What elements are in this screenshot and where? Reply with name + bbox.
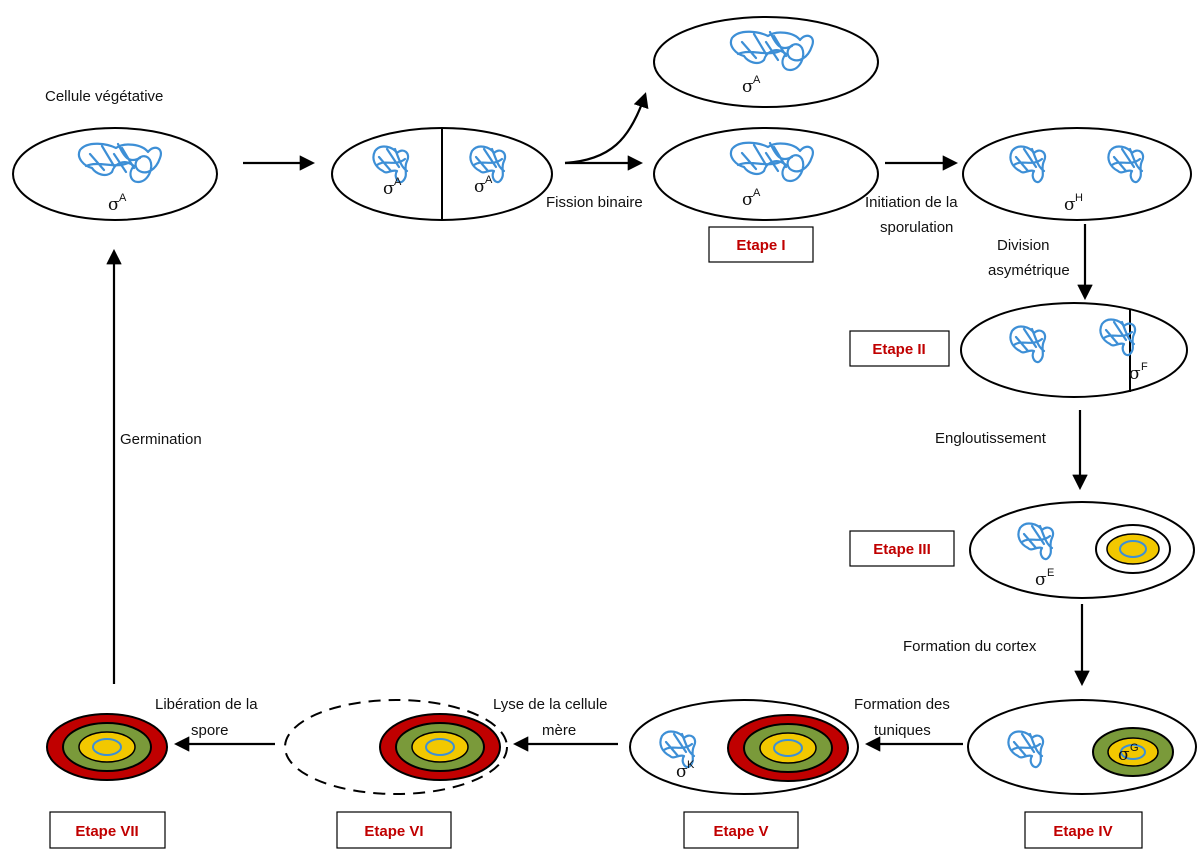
label-germination: Germination	[120, 431, 202, 448]
label-coats-line1: Formation des	[854, 696, 950, 713]
svg-text:σ: σ	[1118, 745, 1130, 765]
svg-text:G: G	[1130, 742, 1139, 754]
stage-label-iii: Etape III	[849, 530, 955, 567]
daughter-cell-top	[653, 16, 879, 108]
stage-label-iv: Etape IV	[1024, 811, 1143, 849]
stage-label-vi: Etape VI	[336, 811, 452, 849]
label-lysis-line2: mère	[542, 722, 576, 739]
label-cortex: Formation du cortex	[903, 638, 1037, 655]
sigma-label: σ H	[1064, 192, 1083, 215]
svg-text:H: H	[1075, 192, 1083, 204]
forespore	[1095, 524, 1171, 574]
svg-text:Etape I: Etape I	[736, 237, 785, 254]
sigma-label: σ G	[1118, 742, 1139, 765]
released-spore	[379, 713, 501, 781]
svg-text:Etape IV: Etape IV	[1053, 823, 1112, 840]
svg-text:σ: σ	[742, 190, 754, 210]
svg-text:E: E	[1047, 567, 1054, 579]
svg-text:Etape VI: Etape VI	[364, 823, 423, 840]
svg-text:σ: σ	[108, 195, 120, 215]
svg-text:σ: σ	[676, 762, 688, 782]
label-release-line1: Libération de la	[155, 696, 258, 713]
svg-text:A: A	[119, 192, 127, 204]
label-vegetative-cell: Cellule végétative	[45, 88, 163, 105]
svg-text:Etape VII: Etape VII	[75, 823, 138, 840]
label-sporulation-line2: sporulation	[880, 219, 953, 236]
label-lysis-line1: Lyse de la cellule	[493, 696, 608, 713]
svg-text:Etape III: Etape III	[873, 541, 931, 558]
label-asymmetric-line1: Division	[997, 237, 1050, 254]
svg-text:A: A	[485, 174, 493, 186]
spore-with-coats	[727, 714, 849, 782]
sigma-label: σ A	[474, 174, 493, 197]
svg-text:σ: σ	[1064, 195, 1076, 215]
asymmetric-division-cell	[960, 302, 1188, 398]
svg-text:Etape V: Etape V	[713, 823, 768, 840]
label-release-line2: spore	[191, 722, 229, 739]
label-asymmetric-line2: asymétrique	[988, 262, 1070, 279]
label-binary-fission: Fission binaire	[546, 194, 643, 211]
stage-label-v: Etape V	[683, 811, 799, 849]
svg-text:Etape II: Etape II	[872, 341, 925, 358]
stage-label-i: Etape I	[708, 226, 814, 263]
svg-text:σ: σ	[1035, 570, 1047, 590]
svg-text:σ: σ	[1129, 364, 1141, 384]
free-spore	[46, 713, 168, 781]
sigma-label: σ A	[742, 187, 761, 210]
svg-text:F: F	[1141, 361, 1148, 373]
sporulation-cell	[962, 127, 1192, 221]
svg-text:A: A	[753, 187, 761, 199]
svg-text:σ: σ	[383, 179, 395, 199]
forespore-with-cortex	[1092, 727, 1174, 777]
sigma-label: σ A	[742, 74, 761, 97]
svg-text:σ: σ	[742, 77, 754, 97]
label-coats-line2: tuniques	[874, 722, 931, 739]
stage-label-vii: Etape VII	[49, 811, 166, 849]
sigma-label: σ F	[1129, 361, 1148, 384]
sigma-label: σ E	[1035, 567, 1054, 590]
svg-text:K: K	[687, 759, 695, 771]
daughter-cell-stage-i	[653, 127, 879, 221]
stage-label-ii: Etape II	[849, 330, 950, 367]
svg-text:σ: σ	[474, 177, 486, 197]
sigma-label: σ K	[676, 759, 695, 782]
sigma-label: σ A	[383, 176, 402, 199]
label-engulfment: Engloutissement	[935, 430, 1047, 447]
svg-text:A: A	[394, 176, 402, 188]
svg-text:A: A	[753, 74, 761, 86]
arrow-up	[564, 92, 649, 165]
sigma-label: σ A	[108, 192, 127, 215]
vegetative-cell	[12, 127, 218, 221]
label-sporulation-line1: Initiation de la	[865, 194, 958, 211]
